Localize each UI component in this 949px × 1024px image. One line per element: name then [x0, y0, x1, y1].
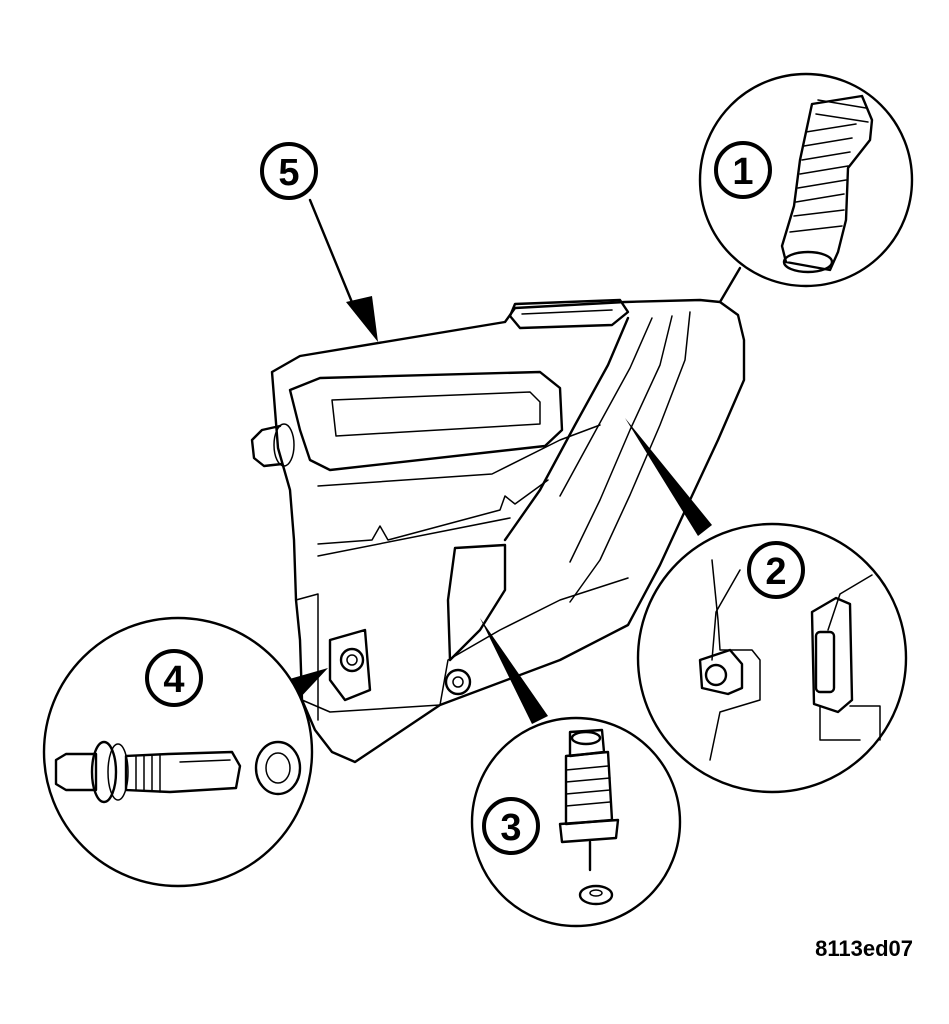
- leader-arrows: [286, 198, 742, 724]
- callout-4: 4: [145, 649, 203, 707]
- arrow-2: [625, 418, 712, 536]
- callout-2: 2: [747, 541, 805, 599]
- figure-id: 8113ed07: [815, 936, 913, 961]
- callout-3: 3: [482, 797, 540, 855]
- callout-2-label: 2: [765, 551, 786, 593]
- callout-5: 5: [260, 142, 318, 200]
- detail-4-level-sensor: [42, 616, 314, 888]
- arrow-3: [480, 618, 548, 724]
- callout-4-label: 4: [163, 659, 184, 701]
- arrow-5-head: [346, 296, 378, 342]
- callout-1-label: 1: [732, 151, 753, 193]
- callout-5-label: 5: [278, 152, 299, 194]
- callout-3-label: 3: [500, 807, 521, 849]
- detail-1-fill-hose: [698, 72, 914, 288]
- detail-3-washer-pump: [470, 716, 682, 928]
- callout-1: 1: [714, 141, 772, 199]
- detail-2-wiring: [636, 522, 908, 794]
